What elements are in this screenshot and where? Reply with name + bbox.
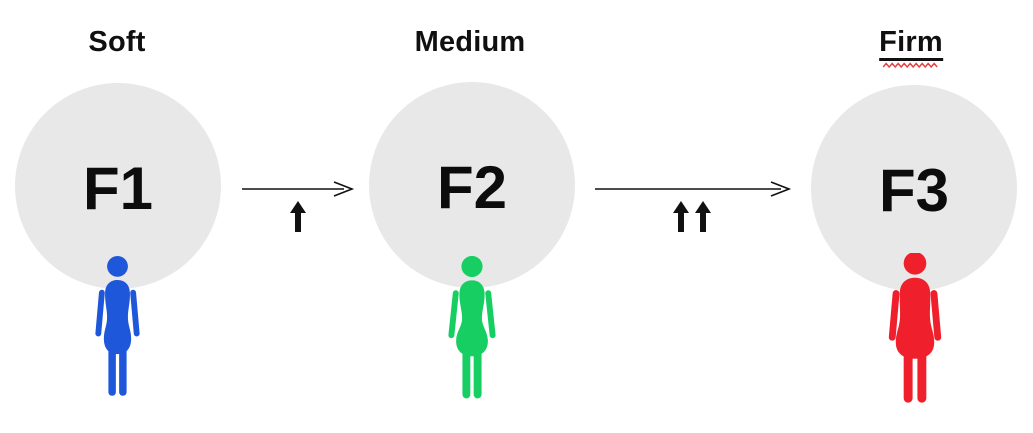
circle-label: F3 <box>878 157 950 224</box>
up-arrow-icon <box>290 201 306 232</box>
stage-title-soft: Soft <box>88 26 146 58</box>
firmness-circle-f2: F2 <box>369 82 575 288</box>
stage-title-label: Soft <box>88 26 146 58</box>
circle-label: F2 <box>436 154 508 221</box>
person-figure-large-icon <box>888 253 942 403</box>
up-arrow-icon <box>695 201 711 232</box>
stage-title-label: Firm <box>879 27 943 62</box>
right-arrow-icon <box>242 181 355 197</box>
stage-title-firm: Firm <box>879 27 943 69</box>
person-figure-medium-icon <box>448 255 496 399</box>
circle-label: F1 <box>82 155 154 222</box>
spellcheck-squiggle-icon <box>882 62 938 69</box>
up-arrow-icon <box>673 201 689 232</box>
stage-title-label: Medium <box>414 26 526 58</box>
stage-title-medium: Medium <box>414 26 526 58</box>
person-figure-slim-icon <box>95 256 140 396</box>
right-arrow-icon <box>595 181 792 197</box>
firmness-circle-f1: F1 <box>15 83 221 289</box>
